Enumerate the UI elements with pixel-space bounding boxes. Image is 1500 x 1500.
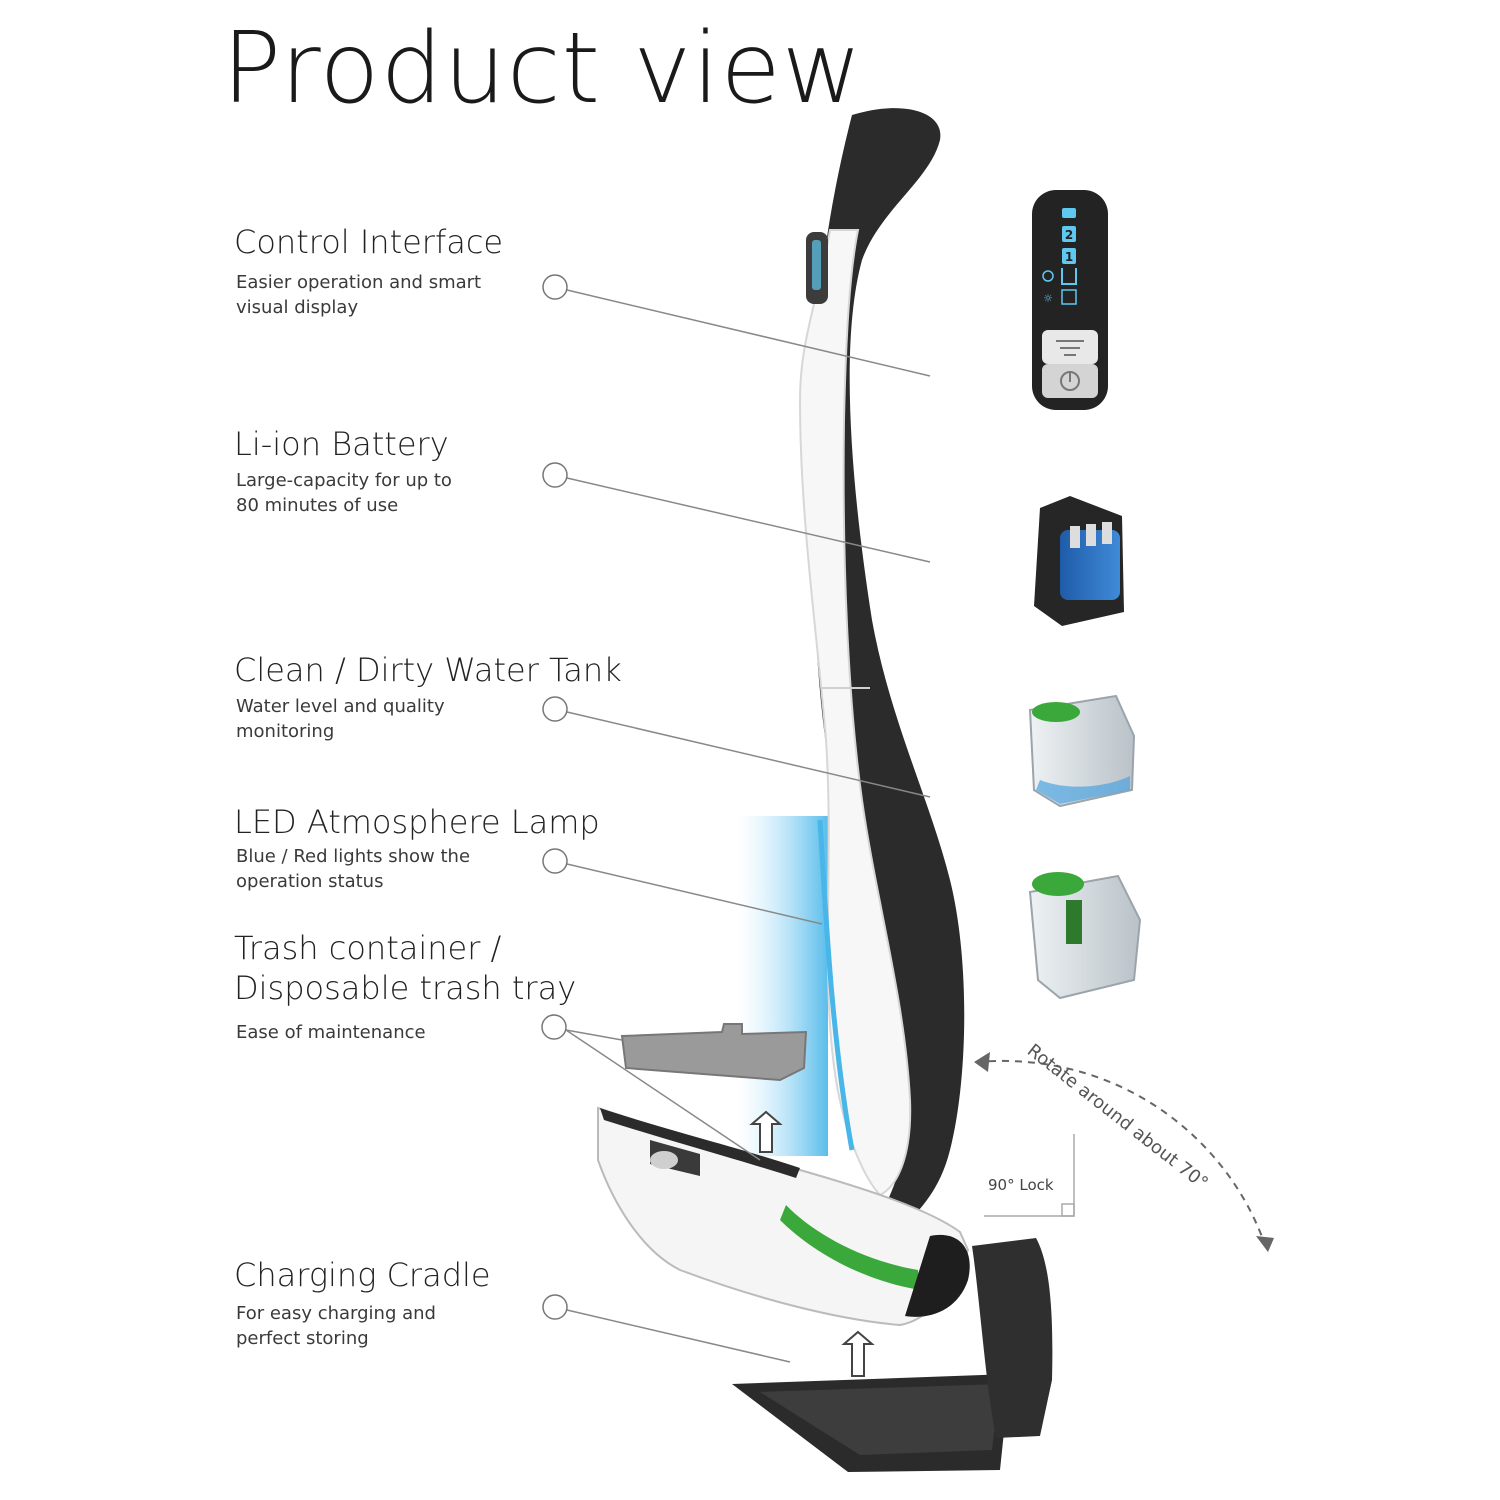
handle-display-light — [812, 240, 821, 290]
callout-marker — [542, 696, 568, 722]
feature-title: LED Atmosphere Lamp — [234, 803, 600, 841]
callout-marker — [541, 1014, 567, 1040]
mode-2-label: 2 — [1065, 228, 1073, 242]
callout-lines — [565, 289, 931, 1363]
page-title: Product view — [222, 12, 863, 126]
mode-1-indicator — [1062, 248, 1076, 264]
tank-filter — [1066, 900, 1082, 944]
feature-li-ion-battery: Li-ion Battery Large-capacity for up to … — [234, 424, 536, 518]
feature-charging-cradle: Charging Cradle For easy charging and pe… — [234, 1255, 536, 1351]
feature-desc: Large-capacity for up to 80 minutes of u… — [236, 470, 452, 516]
battery-pack — [1034, 496, 1124, 626]
arrow-up-icon — [749, 1110, 783, 1153]
feature-title: Control Interface — [234, 223, 504, 261]
feature-desc: Easier operation and smart visual displa… — [236, 272, 482, 318]
feature-trash-container: Trash container / Disposable trash tray … — [234, 928, 576, 1045]
led-strip — [817, 819, 855, 1151]
battery-contact — [1102, 522, 1112, 544]
dirty-tank-icon — [1061, 268, 1077, 285]
roller-cap — [905, 1234, 970, 1317]
rotation-arc — [975, 1059, 1267, 1249]
feature-led-lamp: LED Atmosphere Lamp Blue / Red lights sh… — [234, 802, 600, 894]
power-level-indicator — [1062, 208, 1076, 218]
tank-lid — [1032, 702, 1080, 722]
feature-desc: Ease of maintenance — [236, 1022, 426, 1043]
lock-angle-guide — [984, 1134, 1075, 1217]
rotation-arrow-icon — [1256, 1236, 1274, 1252]
feature-title: Charging Cradle — [234, 1256, 491, 1294]
arrow-up-icon — [841, 1330, 875, 1377]
handle-spine — [811, 108, 965, 1231]
power-icon — [1060, 371, 1080, 391]
callout-marker — [542, 1294, 568, 1320]
feature-desc: For easy charging and perfect storing — [236, 1303, 436, 1349]
feature-desc: Water level and quality monitoring — [236, 696, 445, 742]
lock-angle-marker — [1061, 1203, 1075, 1217]
clean-water-tank — [1028, 872, 1142, 1000]
clean-tank-icon — [1061, 289, 1077, 305]
feature-title: Trash container / Disposable trash tray — [234, 929, 577, 1007]
tank-shell — [1028, 694, 1136, 808]
floor-head-edge — [600, 1108, 800, 1178]
cradle-stand — [972, 1238, 1053, 1438]
sun-icon: ☼ — [1043, 292, 1053, 305]
battery-contact — [1086, 524, 1096, 546]
roller-brush — [780, 1205, 920, 1290]
mode-1-label: 1 — [1065, 250, 1073, 264]
callout-marker — [542, 848, 568, 874]
floor-head-light — [650, 1151, 678, 1169]
feature-title: Li-ion Battery — [234, 425, 449, 463]
lock-label: 90° Lock — [988, 1176, 1054, 1194]
feature-water-tank: Clean / Dirty Water Tank Water level and… — [234, 650, 622, 744]
feature-desc: Blue / Red lights show the operation sta… — [236, 846, 471, 892]
control-panel: 2 1 ☼ — [1032, 190, 1108, 410]
led-glow — [738, 816, 828, 1156]
tank-lid — [1032, 872, 1084, 896]
cradle-tray — [760, 1384, 1000, 1455]
tank-shell — [1028, 874, 1142, 1000]
callout-marker — [542, 462, 568, 488]
callout-marker — [542, 274, 568, 300]
feature-title: Clean / Dirty Water Tank — [234, 651, 622, 689]
battery-contact — [1070, 526, 1080, 548]
feature-control-interface: Control Interface Easier operation and s… — [234, 222, 536, 320]
tank-water — [1036, 776, 1130, 804]
mode-2-indicator — [1062, 226, 1076, 242]
rotation-arrow-icon — [974, 1052, 990, 1072]
dirty-water-tank — [1028, 694, 1136, 808]
trash-tray — [620, 1023, 808, 1082]
water-quality-icon — [1042, 270, 1054, 282]
